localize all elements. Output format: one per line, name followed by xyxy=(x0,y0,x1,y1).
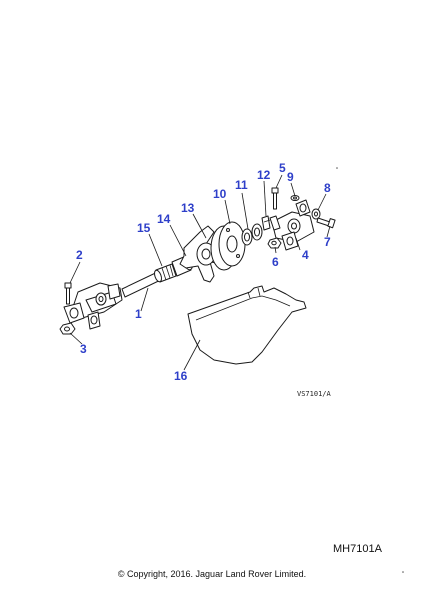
upper-universal-joint xyxy=(269,199,315,251)
leader-lines xyxy=(69,174,331,371)
seal-ring xyxy=(241,223,263,246)
callout-16: 16 xyxy=(174,369,188,383)
lower-universal-joint xyxy=(63,282,123,330)
callout-5: 5 xyxy=(279,161,286,175)
nut-lower xyxy=(59,322,76,335)
callout-3: 3 xyxy=(80,342,87,356)
callout-12: 12 xyxy=(257,168,271,182)
callout-8: 8 xyxy=(324,181,331,195)
copyright-notice: © Copyright, 2016. Jaguar Land Rover Lim… xyxy=(117,569,307,579)
flange-disc xyxy=(210,221,246,271)
drawing-code: VS7101/A xyxy=(297,390,332,398)
callout-9: 9 xyxy=(287,170,294,184)
stray-mark xyxy=(336,167,338,169)
bush xyxy=(154,263,177,283)
flexible-coupling-spider xyxy=(179,225,231,283)
callout-1: 1 xyxy=(135,307,142,321)
heat-shield xyxy=(187,285,307,365)
callout-14: 14 xyxy=(157,212,171,226)
callout-13: 13 xyxy=(181,201,195,215)
callout-7: 7 xyxy=(324,235,331,249)
callout-4: 4 xyxy=(302,248,309,262)
callout-6: 6 xyxy=(272,255,279,269)
retaining-clip xyxy=(261,215,271,231)
callout-11: 11 xyxy=(235,178,248,192)
stray-mark xyxy=(402,571,404,573)
figure-code: MH7101A xyxy=(333,543,382,555)
callout-2: 2 xyxy=(76,248,83,262)
pinch-bolt-lower xyxy=(64,282,72,305)
bolt-right xyxy=(316,217,336,229)
lock-washer xyxy=(290,195,300,201)
callout-10: 10 xyxy=(213,187,227,201)
callout-15: 15 xyxy=(137,221,151,235)
washer xyxy=(311,208,321,220)
pinch-bolt-upper xyxy=(271,187,279,210)
nut-upper xyxy=(267,237,282,249)
callout-labels: 1 2 3 4 5 6 7 8 9 10 11 12 13 14 15 16 xyxy=(76,161,331,383)
